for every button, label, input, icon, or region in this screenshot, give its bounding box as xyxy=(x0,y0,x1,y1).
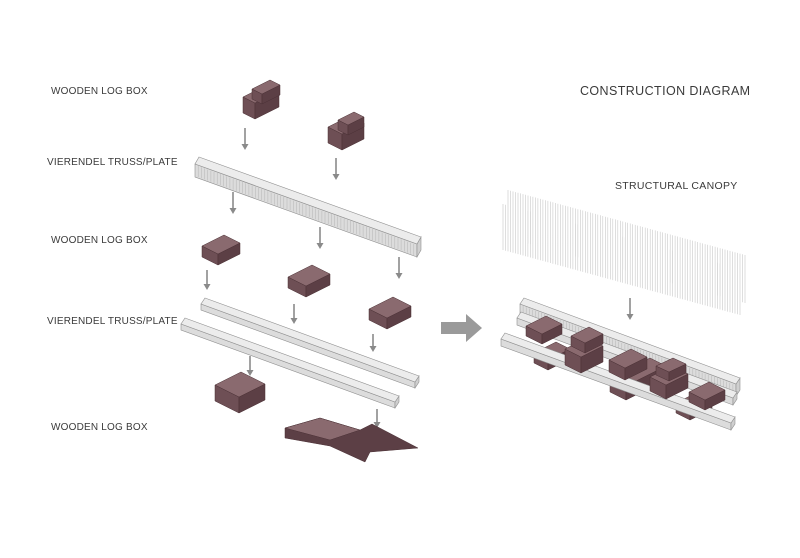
truss-top-face xyxy=(519,297,741,385)
box-top-face xyxy=(201,234,241,255)
truss-top-face xyxy=(194,156,422,245)
assembled-box-4b xyxy=(655,357,687,382)
log-box-b xyxy=(287,264,331,298)
box-top-face xyxy=(368,296,412,319)
arrow-head xyxy=(373,422,381,428)
box-top-face xyxy=(570,326,604,344)
log-box-bottom xyxy=(214,371,266,414)
arrow-head xyxy=(332,174,340,180)
box-top-face xyxy=(251,79,281,95)
truss-web-hatch xyxy=(197,166,415,255)
arrow-head xyxy=(626,314,634,320)
label-vierendel-truss-2: VIERENDEL TRUSS/PLATE xyxy=(47,316,178,327)
box-top-face xyxy=(525,315,563,335)
box-top-face xyxy=(608,348,648,369)
arrow-down-8 xyxy=(369,334,377,352)
arrow-head xyxy=(246,370,254,376)
arrow-down-4 xyxy=(316,227,324,249)
box-top-face xyxy=(287,264,331,287)
assembled-box-1 xyxy=(525,315,563,345)
vierendel-truss-upper-plate xyxy=(200,297,420,389)
truss-top-face xyxy=(200,297,420,383)
canopy-lines xyxy=(502,190,746,315)
assembled-box-3 xyxy=(608,348,648,381)
arrow-down-7 xyxy=(290,304,298,324)
arrow-down-3 xyxy=(229,192,237,214)
label-wooden-log-box-1: WOODEN LOG BOX xyxy=(51,86,148,97)
arrow-down-6 xyxy=(203,270,211,290)
arrow-head xyxy=(369,346,377,352)
truss-top-face xyxy=(180,317,400,403)
log-box-c xyxy=(368,296,412,330)
box-top-face xyxy=(214,371,266,398)
arrow-head xyxy=(241,144,249,150)
arrow-down-2 xyxy=(332,158,340,180)
arrow-head xyxy=(290,318,298,324)
arrow-head xyxy=(229,208,237,214)
assembled-box-2b xyxy=(570,326,604,354)
arrow-down-9 xyxy=(246,356,254,376)
sloped-roof-top xyxy=(284,417,361,441)
arrow-down-5 xyxy=(395,257,403,279)
box-top-face xyxy=(688,381,726,401)
arrow-down-1 xyxy=(241,128,249,150)
label-wooden-log-box-2: WOODEN LOG BOX xyxy=(51,235,148,246)
arrow-down-canopy xyxy=(626,298,634,320)
canopy-label: STRUCTURAL CANOPY xyxy=(615,180,738,192)
assembled-box-5 xyxy=(688,381,726,411)
diagram-title: CONSTRUCTION DIAGRAM xyxy=(580,84,751,98)
assembly-arrow-icon xyxy=(441,314,482,342)
stepped-log-box-1 xyxy=(242,79,281,120)
vierendel-truss-top xyxy=(194,156,422,259)
box-upper xyxy=(251,79,281,105)
label-vierendel-truss-1: VIERENDEL TRUSS/PLATE xyxy=(47,157,178,168)
structural-canopy-grid xyxy=(502,190,746,315)
arrow-head xyxy=(203,284,211,290)
vierendel-truss-lower-plate xyxy=(180,317,400,409)
stepped-log-box-2 xyxy=(327,111,365,151)
box-top-face xyxy=(655,357,687,373)
label-wooden-log-box-3: WOODEN LOG BOX xyxy=(51,422,148,433)
box-top-face xyxy=(337,111,365,126)
log-box-a xyxy=(201,234,241,266)
arrow-head xyxy=(395,273,403,279)
box-upper xyxy=(337,111,365,136)
arrow-head xyxy=(316,243,324,249)
arrow-down-10 xyxy=(373,409,381,428)
assembled-truss-bottom xyxy=(500,332,736,431)
